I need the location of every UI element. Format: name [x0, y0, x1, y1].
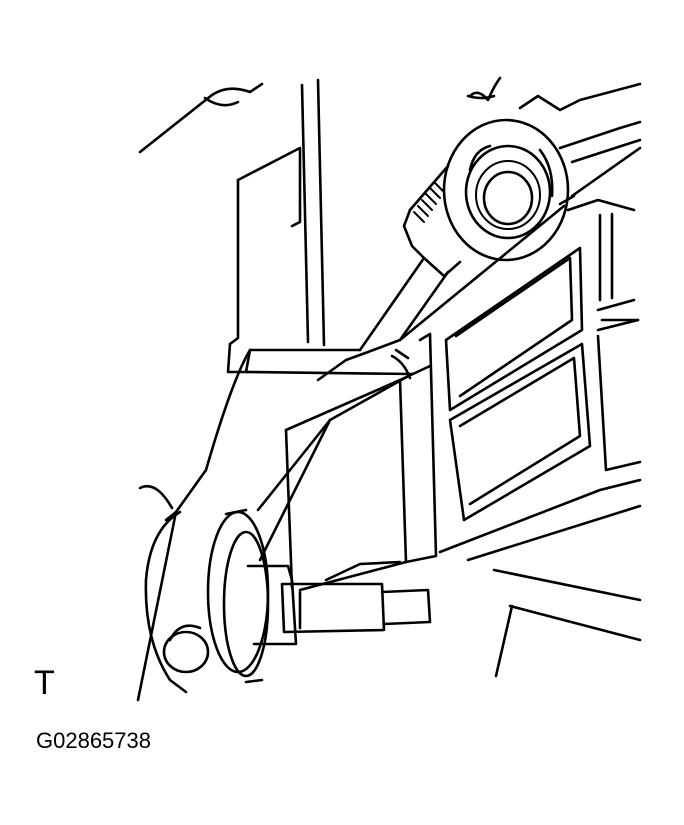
socket-extension	[136, 484, 432, 702]
figure-id-label: G02865738	[36, 728, 151, 753]
upper-housing-outline	[138, 78, 326, 374]
corner-mark-label: T	[34, 664, 55, 702]
bracket-block	[284, 332, 438, 592]
gear-pulley	[402, 118, 570, 278]
lower-block-edges	[258, 418, 642, 678]
engine-block-upper	[466, 76, 642, 322]
lattice-ribs	[438, 246, 642, 562]
